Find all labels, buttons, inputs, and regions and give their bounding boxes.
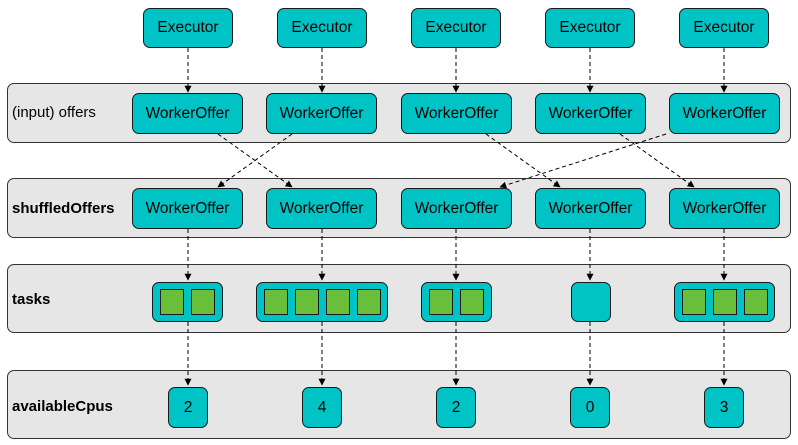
input-offer-node-3: WorkerOffer — [401, 93, 512, 134]
tasks-label: tasks — [12, 291, 51, 308]
tasks-band — [7, 264, 791, 333]
shuffled-offer-node-1: WorkerOffer — [132, 188, 243, 229]
input-offer-node-4: WorkerOffer — [535, 93, 646, 134]
available-cpus-label: availableCpus — [12, 398, 113, 415]
task-group-2 — [256, 282, 388, 322]
task-cell — [357, 289, 381, 315]
shuffled-offer-node-4: WorkerOffer — [535, 188, 646, 229]
available-cpus-node-2: 4 — [302, 387, 342, 428]
input-offers-label: (input) offers — [12, 104, 96, 121]
task-cell — [264, 289, 288, 315]
executor-node-2: Executor — [277, 8, 367, 48]
task-cell — [160, 289, 184, 315]
task-group-4 — [571, 282, 611, 322]
available-cpus-band — [7, 370, 791, 439]
task-group-3 — [421, 282, 492, 322]
executor-node-4: Executor — [545, 8, 635, 48]
executor-node-1: Executor — [143, 8, 233, 48]
shuffled-offers-label: shuffledOffers — [12, 200, 115, 217]
task-cell — [429, 289, 453, 315]
shuffled-offer-node-2: WorkerOffer — [266, 188, 377, 229]
task-cell — [295, 289, 319, 315]
input-offer-node-2: WorkerOffer — [266, 93, 377, 134]
input-offer-node-5: WorkerOffer — [669, 93, 780, 134]
task-cell — [744, 289, 768, 315]
executor-node-3: Executor — [411, 8, 501, 48]
available-cpus-node-1: 2 — [168, 387, 208, 428]
task-cell — [460, 289, 484, 315]
task-group-5 — [674, 282, 775, 322]
available-cpus-node-4: 0 — [570, 387, 610, 428]
executor-node-5: Executor — [679, 8, 769, 48]
shuffled-offer-node-5: WorkerOffer — [669, 188, 780, 229]
task-cell — [326, 289, 350, 315]
available-cpus-node-3: 2 — [436, 387, 476, 428]
shuffled-offer-node-3: WorkerOffer — [401, 188, 512, 229]
available-cpus-node-5: 3 — [704, 387, 744, 428]
input-offer-node-1: WorkerOffer — [132, 93, 243, 134]
task-group-1 — [152, 282, 223, 322]
task-cell — [191, 289, 215, 315]
task-cell — [682, 289, 706, 315]
task-cell — [713, 289, 737, 315]
